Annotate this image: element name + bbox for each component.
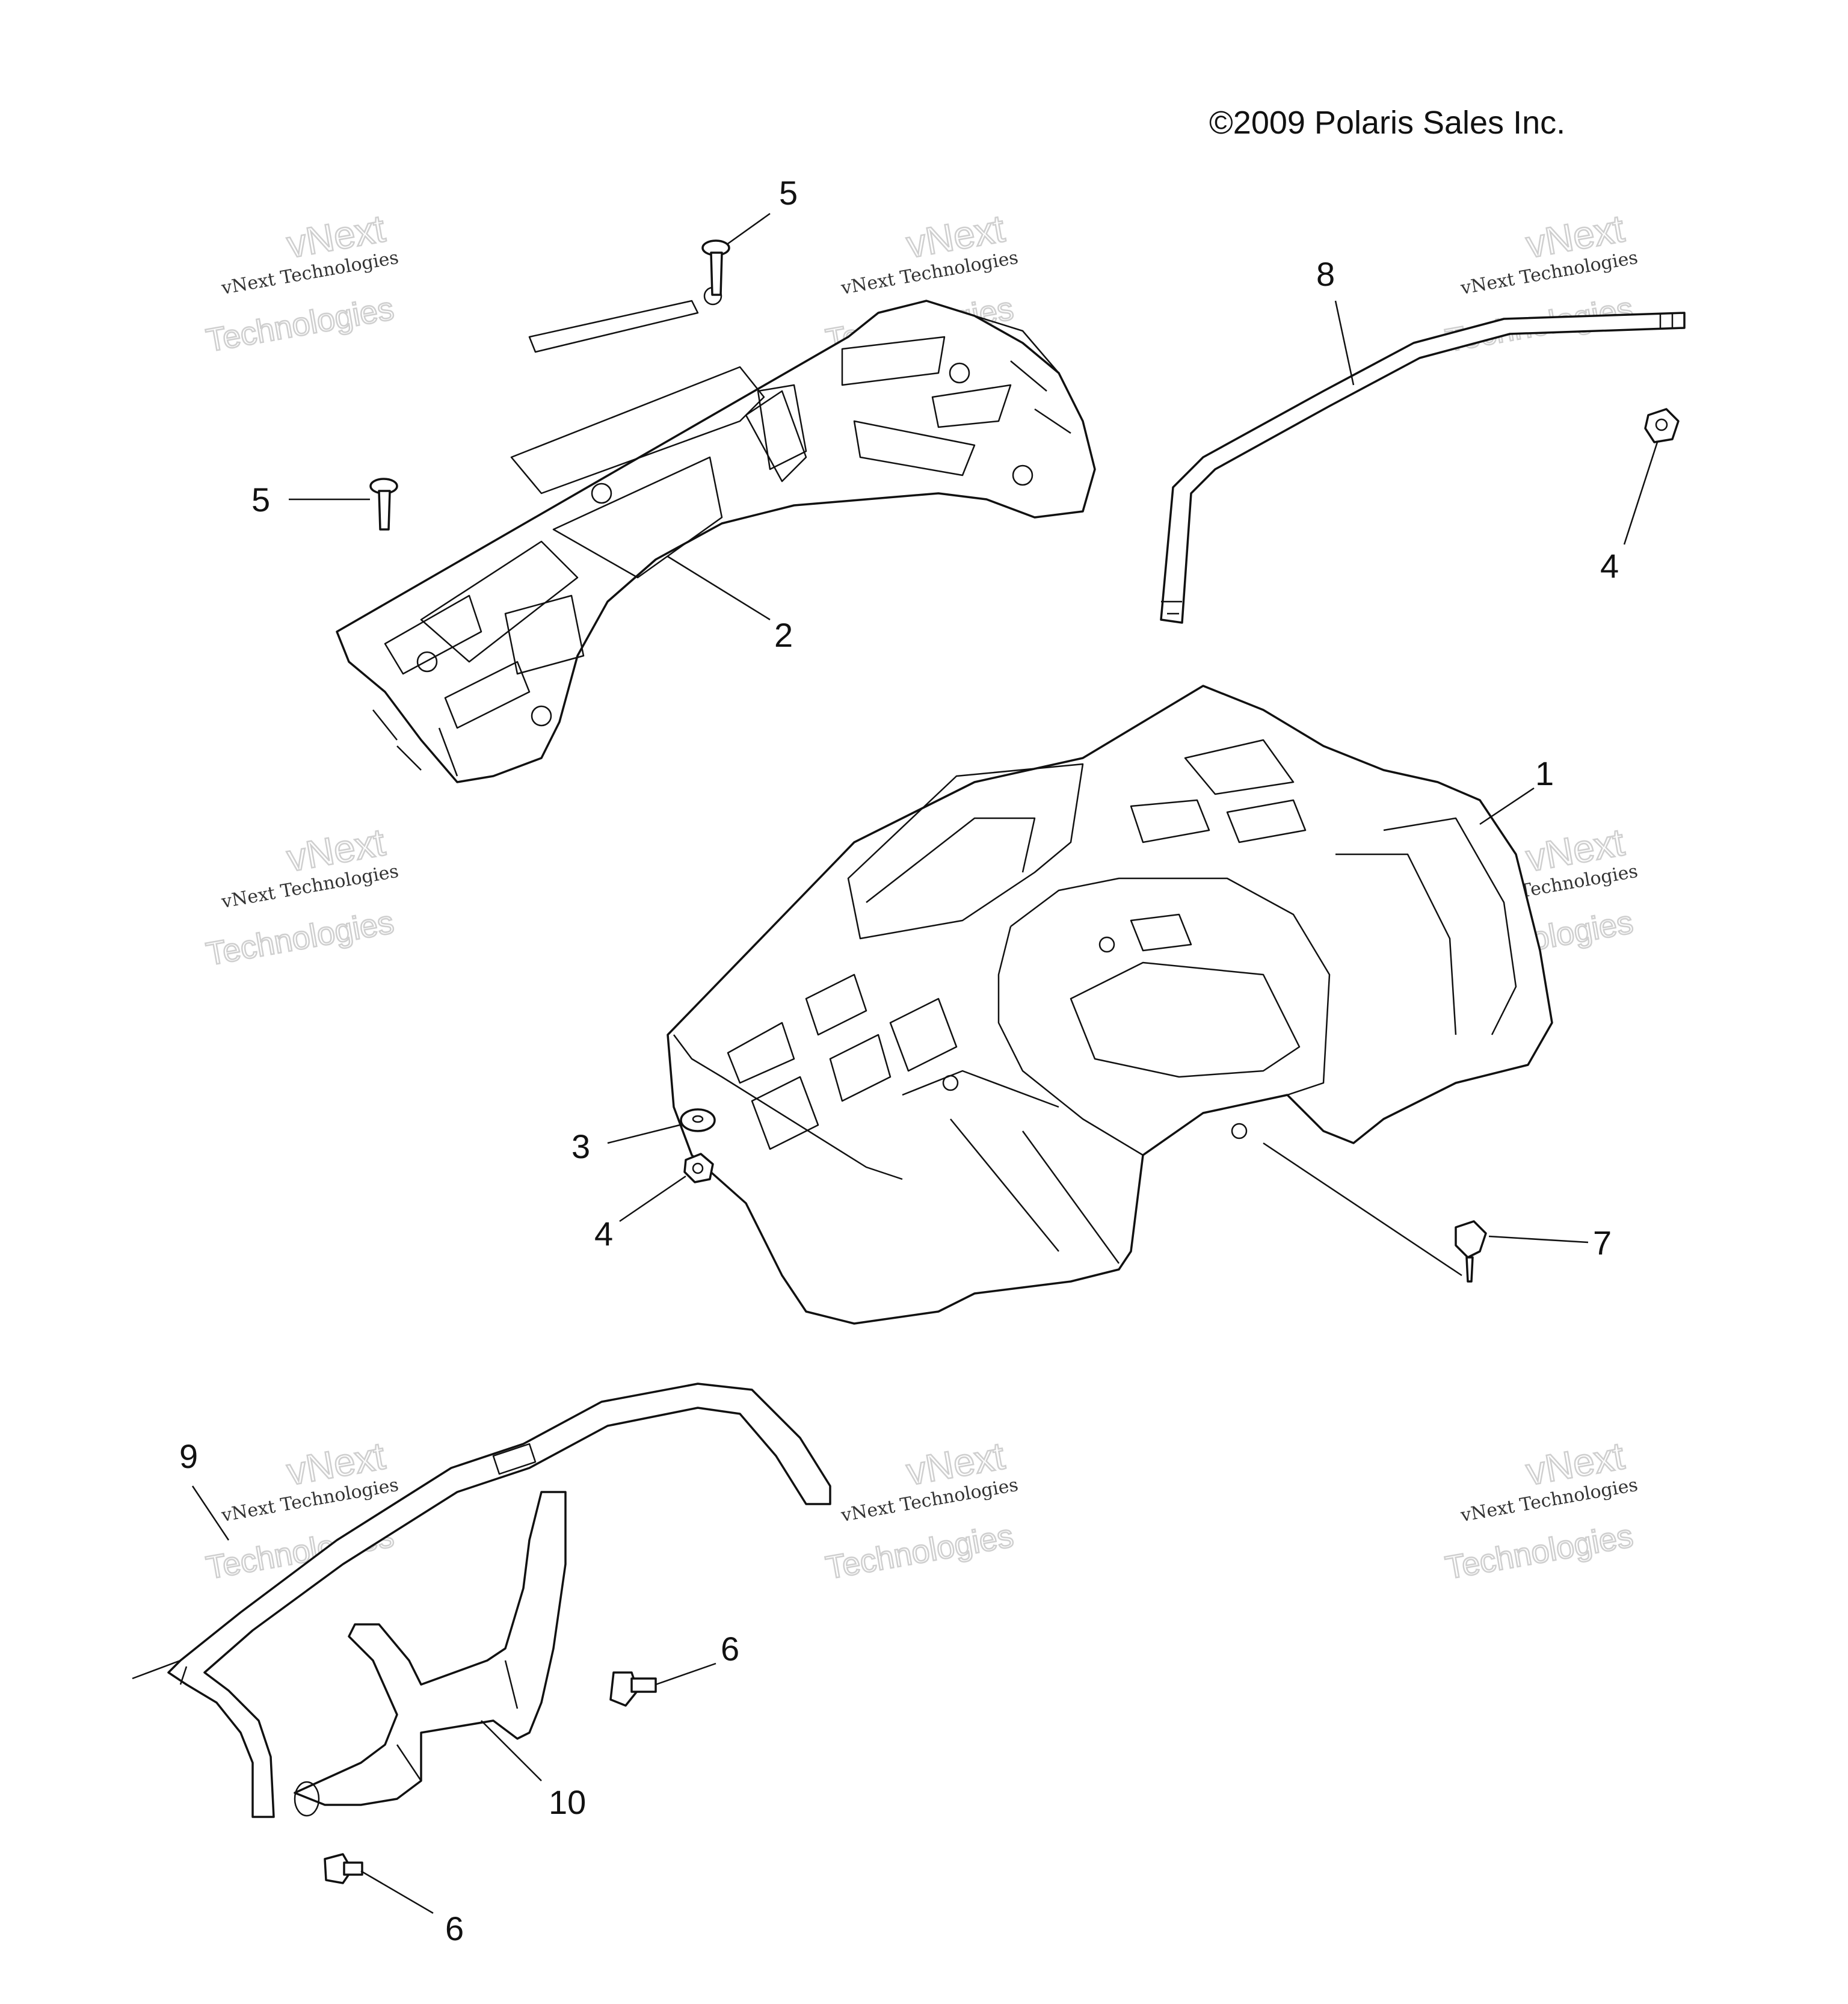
- callout-5-top: 5: [779, 174, 798, 212]
- part-6-bolt-bottom: [324, 1853, 363, 1884]
- leader-lines: [191, 212, 1659, 1914]
- callout-9: 9: [179, 1437, 198, 1475]
- part-8-rear-bar: [1160, 312, 1686, 624]
- watermark-technologies: Technologies: [1443, 1518, 1636, 1586]
- part-2-rear-rack: [336, 286, 1096, 783]
- callout-6-bottom: 6: [445, 1910, 464, 1947]
- watermark-bottom-left: vNext vNext Technologies Technologies: [203, 1433, 400, 1587]
- callout-10: 10: [549, 1783, 586, 1821]
- callout-1: 1: [1535, 754, 1554, 792]
- watermark-mid-left: vNext vNext Technologies Technologies: [203, 819, 400, 973]
- watermark-technologies: Technologies: [823, 1518, 1016, 1586]
- callout-3: 3: [571, 1127, 590, 1165]
- callout-2: 2: [774, 616, 793, 654]
- watermark-bottom-center: vNext vNext Technologies Technologies: [822, 1433, 1020, 1587]
- part-10-bracket: [294, 1491, 567, 1817]
- part-3-washer: [680, 1108, 716, 1132]
- callout-8: 8: [1316, 255, 1335, 293]
- callout-5-left: 5: [251, 481, 270, 519]
- callout-6-right: 6: [721, 1630, 739, 1668]
- part-1-rear-fender: [667, 685, 1553, 1325]
- part-6-bolt-right: [609, 1671, 657, 1707]
- part-4-nut-right: [1644, 408, 1680, 443]
- watermark-technologies: Technologies: [203, 291, 396, 359]
- part-5-bolt-left: [369, 478, 398, 531]
- part-7-push-rivet: [1455, 1220, 1487, 1283]
- copyright-text: ©2009 Polaris Sales Inc.: [1209, 105, 1565, 141]
- watermark-technologies: Technologies: [203, 904, 396, 973]
- part-4-nut-left: [683, 1153, 714, 1183]
- watermark-top-left: vNext vNext Technologies Technologies: [203, 206, 400, 360]
- callout-4-right: 4: [1600, 547, 1619, 585]
- callout-7: 7: [1593, 1224, 1612, 1262]
- watermark-bottom-right: vNext vNext Technologies Technologies: [1442, 1433, 1639, 1587]
- part-9-front-bar: [132, 1383, 831, 1818]
- part-5-bolt-top: [701, 239, 730, 296]
- callout-4-left: 4: [594, 1215, 613, 1253]
